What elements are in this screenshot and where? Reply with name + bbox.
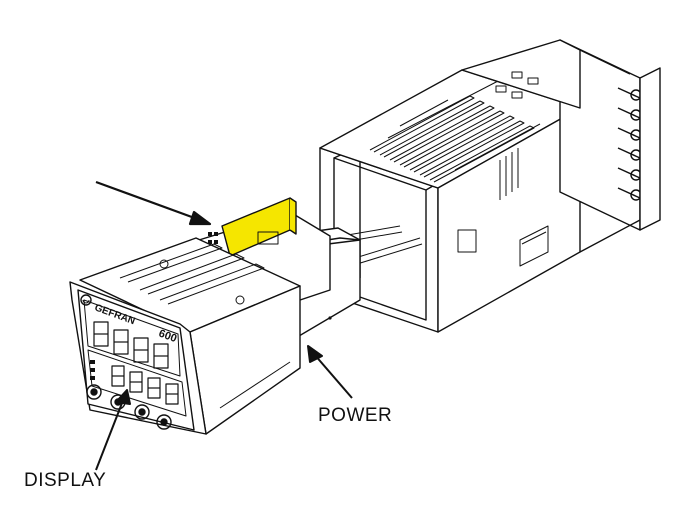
rear-housing <box>319 39 661 333</box>
display-arrow <box>95 389 131 471</box>
display-label: DISPLAY <box>24 470 107 491</box>
model-text: 600 <box>157 328 178 346</box>
arrow-icon <box>95 180 212 226</box>
power-arrow <box>307 345 353 399</box>
top-vent-slots <box>369 95 541 183</box>
lower-digits <box>111 365 179 405</box>
gefran-logo-icon <box>80 294 92 306</box>
front-module <box>69 237 301 435</box>
power-label: POWER <box>318 405 393 426</box>
upper-digits <box>93 321 169 369</box>
keypad-buttons <box>86 384 172 430</box>
side-vents <box>457 148 549 267</box>
